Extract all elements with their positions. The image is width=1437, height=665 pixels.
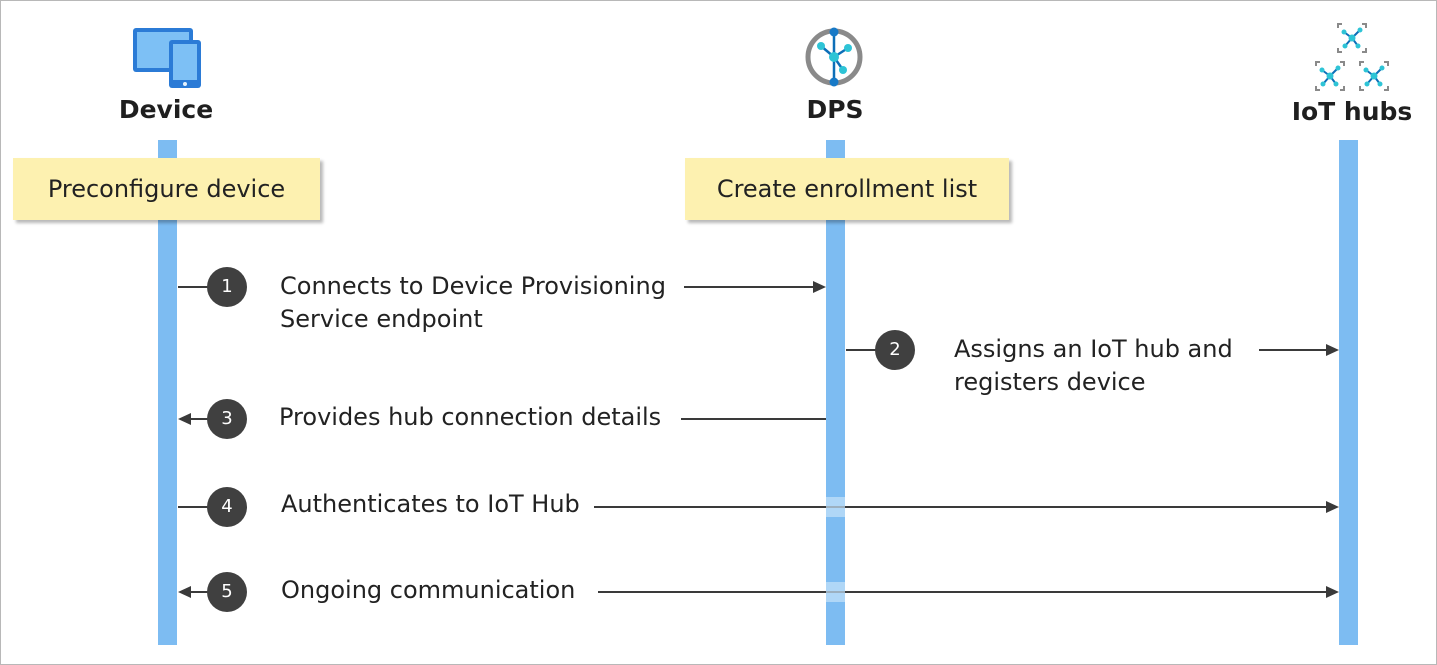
dps-crossing-step-4 bbox=[826, 497, 845, 517]
step-text-3: Provides hub connection details bbox=[279, 403, 662, 431]
participant-label-device: Device bbox=[118, 95, 214, 124]
step-text-4: Authenticates to IoT Hub bbox=[281, 490, 580, 518]
arrowhead-step-1 bbox=[813, 281, 826, 293]
step-text-2-line2: registers device bbox=[954, 368, 1146, 396]
arrowhead-step-5-right bbox=[1326, 586, 1339, 598]
step-badge-4: 4 bbox=[207, 487, 247, 527]
dps-icon bbox=[803, 26, 865, 88]
lifeline-iot-hubs bbox=[1339, 140, 1358, 645]
step-text-5: Ongoing communication bbox=[281, 576, 576, 604]
arrowhead-step-2 bbox=[1326, 344, 1339, 356]
step-badge-5: 5 bbox=[207, 572, 247, 612]
note-create-enrollment-list: Create enrollment list bbox=[685, 158, 1009, 220]
step-text-1-line1: Connects to Device Provisioning bbox=[280, 272, 666, 300]
lifeline-dps bbox=[826, 140, 845, 645]
arrowhead-step-5-left bbox=[178, 586, 191, 598]
participant-label-dps: DPS bbox=[806, 95, 864, 124]
arrowhead-step-3 bbox=[178, 413, 191, 425]
step-badge-1: 1 bbox=[207, 267, 247, 307]
step-text-1-line2: Service endpoint bbox=[280, 305, 483, 333]
step-badge-3: 3 bbox=[207, 399, 247, 439]
device-icon bbox=[131, 26, 205, 90]
lifeline-device bbox=[158, 140, 177, 645]
step-text-2-line1: Assigns an IoT hub and bbox=[954, 335, 1233, 363]
arrowhead-step-4 bbox=[1326, 501, 1339, 513]
participant-label-iot-hubs: IoT hubs bbox=[1291, 97, 1413, 126]
note-preconfigure-device: Preconfigure device bbox=[13, 158, 320, 220]
step-badge-2: 2 bbox=[875, 330, 915, 370]
dps-crossing-step-5 bbox=[826, 582, 845, 602]
iot-hubs-icon bbox=[1312, 22, 1392, 94]
